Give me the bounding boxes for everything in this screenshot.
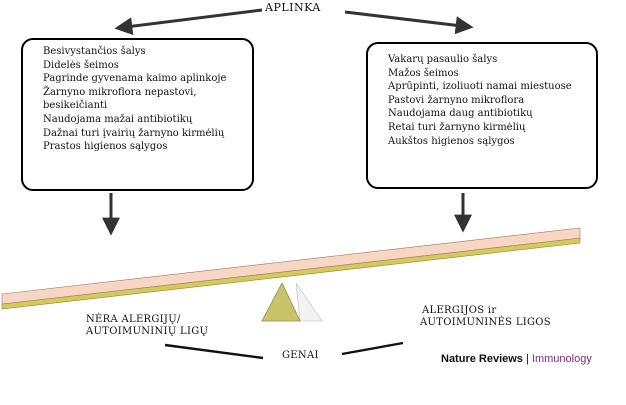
list-item: Pagrinde gyvenama kaimo aplinkoje [43, 73, 227, 85]
list-item: Prastos higienos sąlygos [43, 141, 168, 153]
list-item: Mažos šeimos [388, 67, 459, 79]
seesaw-plank [1, 227, 581, 305]
gene-line-right [341, 341, 404, 356]
list-item: Pastovi žarnyno mikroflora [388, 94, 525, 106]
list-item: Žarnyno mikroflora nepastovi, [43, 86, 197, 98]
list-item: Aukštos higienos sąlygos [388, 135, 515, 147]
list-item: Besivystančios šalys [43, 46, 146, 57]
list-item: Retai turi žarnyno kirmėlių [388, 121, 526, 133]
fulcrum [261, 282, 301, 322]
list-item: Dažnai turi įvairių žarnyno kirmėlių [43, 127, 225, 139]
developing-countries-box: Besivystančios šalys Didelės šeimos Pagr… [21, 38, 254, 191]
list-item: Naudojama mažai antibiotikų [43, 113, 193, 125]
allergy-outcome: ALERGIJOS ir AUTOIMUNINĖS LIGOS [420, 305, 551, 329]
western-factors-list: Vakarų pasaulio šalys Mažos šeimos Aprūp… [368, 44, 596, 148]
list-item: besikeičianti [43, 100, 108, 112]
list-item: Naudojama daug antibiotikų [388, 108, 533, 120]
publisher-name: Nature Reviews [441, 353, 523, 365]
fulcrum-shadow [295, 282, 323, 322]
list-item: Vakarų pasaulio šalys [388, 54, 498, 65]
list-item: Aprūpinti, izoliuoti namai miestuose [388, 81, 572, 93]
genes-label: GENAI [282, 350, 319, 361]
allergy-line-2: AUTOIMUNINĖS LIGOS [420, 317, 551, 328]
no-allergy-line-1: NĖRA ALERGIJŲ/ [86, 314, 181, 325]
environment-label: APLINKA [265, 1, 321, 14]
publisher-separator: | [526, 353, 529, 365]
no-allergy-outcome: NĖRA ALERGIJŲ/ AUTOIMUNINIŲ LIGŲ [86, 314, 208, 338]
western-countries-box: Vakarų pasaulio šalys Mažos šeimos Aprūp… [366, 42, 598, 189]
gene-line-left [164, 343, 264, 360]
seesaw-plank-edge [1, 237, 581, 310]
publisher-credit: Nature Reviews | Immunology [441, 353, 592, 365]
list-item: Didelės šeimos [43, 59, 119, 71]
developing-factors-list: Besivystančios šalys Didelės šeimos Pagr… [23, 40, 252, 154]
journal-name: Immunology [531, 353, 592, 365]
arrow-to-right-box [344, 10, 474, 35]
no-allergy-line-2: AUTOIMUNINIŲ LIGŲ [86, 326, 209, 337]
arrow-to-left-box [114, 8, 263, 36]
allergy-line-1: ALERGIJOS ir [422, 305, 497, 316]
